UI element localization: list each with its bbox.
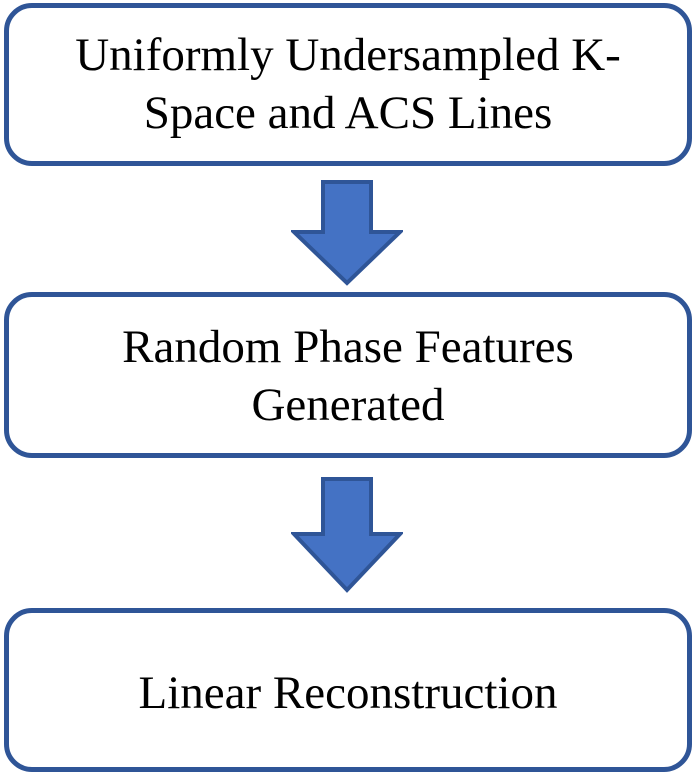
flowchart-node-1-label: Uniformly Undersampled K- Space and ACS … [75, 28, 621, 139]
arrow-down-icon [291, 477, 403, 593]
flowchart-node-3[interactable]: Linear Reconstruction [4, 608, 692, 772]
arrow-down-icon [291, 180, 403, 286]
flowchart-node-1[interactable]: Uniformly Undersampled K- Space and ACS … [4, 3, 692, 166]
flowchart-node-3-label: Linear Reconstruction [138, 667, 558, 719]
flowchart-node-2-label: Random Phase Features Generated [122, 321, 574, 431]
flowchart-node-2[interactable]: Random Phase Features Generated [4, 292, 692, 458]
